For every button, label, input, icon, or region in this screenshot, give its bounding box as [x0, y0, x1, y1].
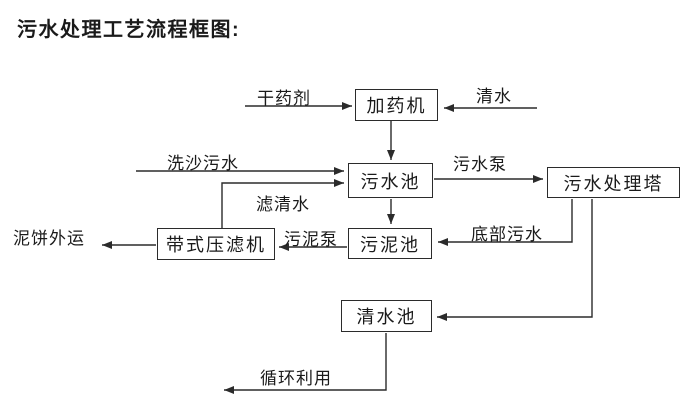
arrow-filtered-water-return [221, 179, 344, 228]
edge-label-filtered-water: 滤清水 [256, 195, 310, 214]
node-clear-water-pool: 清水池 [341, 300, 432, 332]
arrow-recycling [224, 333, 387, 394]
page-title: 污水处理工艺流程框图: [17, 19, 241, 41]
edge-label-bottom-sewage: 底部污水 [471, 225, 543, 244]
edge-label-mud-cake-outbound: 泥饼外运 [13, 229, 85, 248]
edge-label-sand-washing-sewage: 洗沙污水 [167, 154, 239, 173]
node-sewage-pool: 污水池 [348, 163, 433, 198]
edge-label-sewage-pump: 污水泵 [453, 155, 507, 174]
node-dosing-machine: 加药机 [355, 89, 438, 121]
edge-label-clear-water: 清水 [476, 87, 512, 106]
edge-label-recycling: 循环利用 [260, 369, 332, 388]
edge-label-dry-agent: 干药剂 [257, 89, 311, 108]
node-belt-filter-press: 带式压滤机 [157, 228, 275, 260]
arrow-bottom-sewage-to-sludge-pool [438, 199, 573, 246]
edge-label-sludge-pump: 污泥泵 [284, 230, 338, 249]
arrow-tower-to-clear-water-pool [437, 199, 593, 321]
node-sludge-pool: 污泥池 [348, 228, 432, 259]
node-sewage-treatment-tower: 污水处理塔 [547, 167, 680, 198]
